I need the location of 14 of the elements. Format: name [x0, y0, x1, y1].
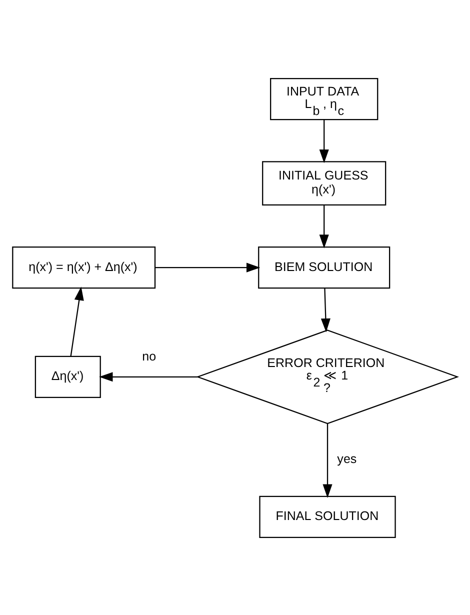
arrow [319, 204, 329, 248]
node-box: BIEM SOLUTION [258, 246, 390, 288]
node-box: η(x') = η(x') + Δη(x') [12, 246, 156, 288]
node-box: INITIAL GUESS η(x') [262, 160, 386, 206]
edge-label: no [142, 349, 156, 364]
arrow [320, 288, 330, 332]
arrow [322, 423, 332, 498]
arrow [70, 286, 84, 356]
edge-label: yes [337, 452, 357, 466]
node-box: Δη(x') [34, 355, 101, 398]
node-box: FINAL SOLUTION [259, 495, 396, 538]
arrow [155, 262, 260, 272]
arrow [319, 119, 329, 163]
arrow [99, 372, 198, 382]
